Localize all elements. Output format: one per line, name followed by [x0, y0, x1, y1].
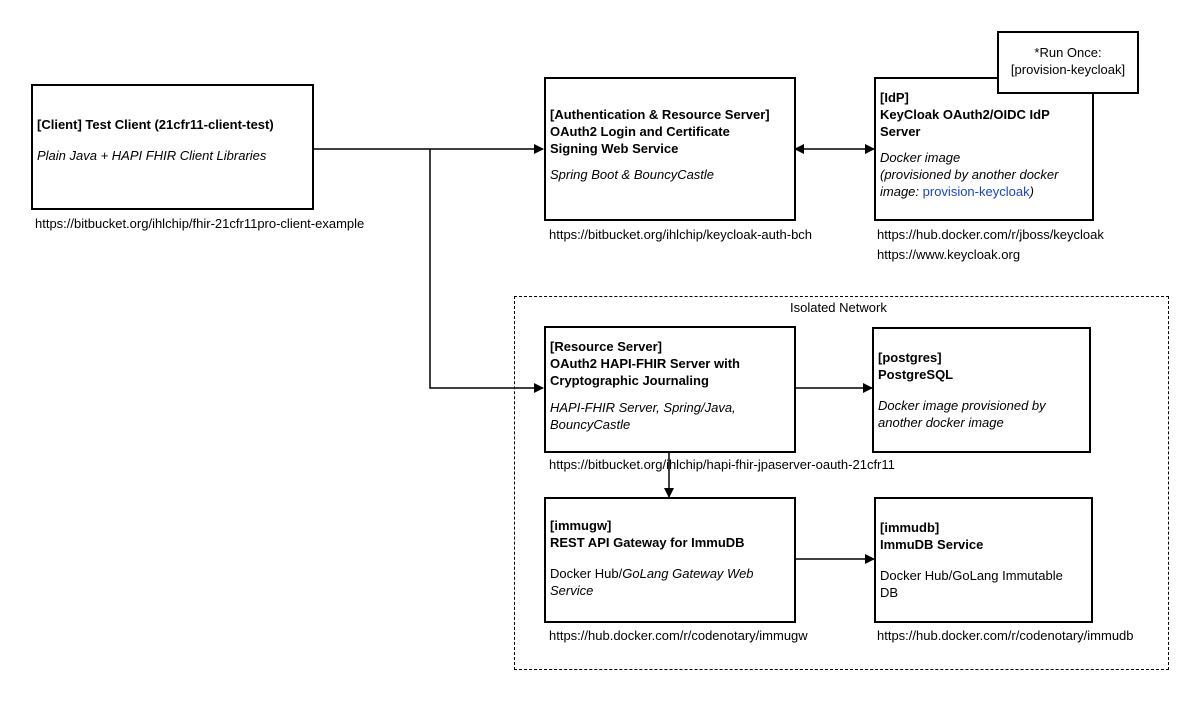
idp-title-1: KeyCloak OAuth2/OIDC IdP — [880, 107, 1050, 122]
auth-server-tech: Spring Boot & BouncyCastle — [550, 167, 715, 182]
client-url: https://bitbucket.org/ihlchip/fhir-21cfr… — [35, 216, 365, 231]
immugw-desc-1: Docker Hub/GoLang Gateway Web — [550, 565, 790, 582]
run-once-line-1: *Run Once: — [1034, 45, 1102, 60]
arrow-client-to-resource — [429, 149, 544, 393]
auth-server-title-1: OAuth2 Login and Certificate — [550, 124, 730, 139]
client-title: [Client] Test Client (21cfr11-client-tes… — [37, 117, 274, 132]
isolated-network-group — [514, 296, 1169, 670]
postgres-tag: [postgres] — [878, 350, 942, 365]
immudb-node: [immudb] ImmuDB Service Docker Hub/GoLan… — [874, 497, 1093, 623]
resource-server-node: [Resource Server] OAuth2 HAPI-FHIR Serve… — [544, 326, 796, 453]
immugw-title: REST API Gateway for ImmuDB — [550, 535, 745, 550]
auth-server-tag: [Authentication & Resource Server] — [550, 107, 770, 122]
client-subtitle: Plain Java + HAPI FHIR Client Libraries — [37, 148, 267, 163]
idp-tag: [IdP] — [880, 90, 909, 105]
resource-server-tech-1: HAPI-FHIR Server, Spring/Java, — [550, 400, 736, 415]
idp-node: [IdP] KeyCloak OAuth2/OIDC IdP Server Do… — [874, 77, 1094, 221]
resource-server-title-2: Cryptographic Journaling — [550, 373, 709, 388]
immudb-url: https://hub.docker.com/r/codenotary/immu… — [877, 628, 1134, 643]
resource-server-url: https://bitbucket.org/ihlchip/hapi-fhir-… — [549, 457, 895, 472]
resource-server-tech-2: BouncyCastle — [550, 417, 631, 432]
idp-desc-3-suffix: ) — [1029, 184, 1034, 199]
idp-url-dockerhub: https://hub.docker.com/r/jboss/keycloak — [877, 227, 1104, 242]
resource-server-title-1: OAuth2 HAPI-FHIR Server with — [550, 356, 740, 371]
postgres-node: [postgres] PostgreSQL Docker image provi… — [872, 327, 1091, 453]
idp-desc-1: Docker image — [880, 150, 961, 165]
auth-server-url: https://bitbucket.org/ihlchip/keycloak-a… — [549, 227, 813, 242]
idp-desc-2: (provisioned by another docker — [880, 167, 1059, 182]
idp-title-2: Server — [880, 124, 921, 139]
postgres-title: PostgreSQL — [878, 367, 954, 382]
immugw-desc-2: Service — [550, 583, 594, 598]
immudb-desc-2: DB — [880, 585, 899, 600]
provision-keycloak-link[interactable]: provision-keycloak — [922, 184, 1030, 199]
immudb-tag: [immudb] — [880, 520, 940, 535]
resource-server-tag: [Resource Server] — [550, 339, 662, 354]
client-node: [Client] Test Client (21cfr11-client-tes… — [31, 84, 314, 210]
immugw-node: [immugw] REST API Gateway for ImmuDB Doc… — [544, 497, 796, 623]
immudb-title: ImmuDB Service — [880, 537, 984, 552]
postgres-desc-2: another docker image — [878, 415, 1004, 430]
isolated-network-label: Isolated Network — [790, 300, 887, 315]
idp-desc-3-prefix: image: — [880, 184, 923, 199]
run-once-line-2: [provision-keycloak] — [1010, 62, 1126, 77]
immugw-desc-plain: Docker Hub/ — [550, 566, 623, 581]
idp-desc-3: image: provision-keycloak) — [880, 183, 1088, 200]
idp-url-website: https://www.keycloak.org — [877, 247, 1021, 262]
immugw-desc-italic-1: GoLang Gateway Web — [622, 566, 754, 581]
immugw-tag: [immugw] — [550, 518, 612, 533]
auth-server-title-2: Signing Web Service — [550, 141, 679, 156]
postgres-desc-1: Docker image provisioned by — [878, 398, 1046, 413]
immugw-url: https://hub.docker.com/r/codenotary/immu… — [549, 628, 808, 643]
immudb-desc-1: Docker Hub/GoLang Immutable — [880, 568, 1063, 583]
run-once-note: *Run Once: [provision-keycloak] — [997, 31, 1139, 94]
auth-server-node: [Authentication & Resource Server] OAuth… — [544, 77, 796, 221]
